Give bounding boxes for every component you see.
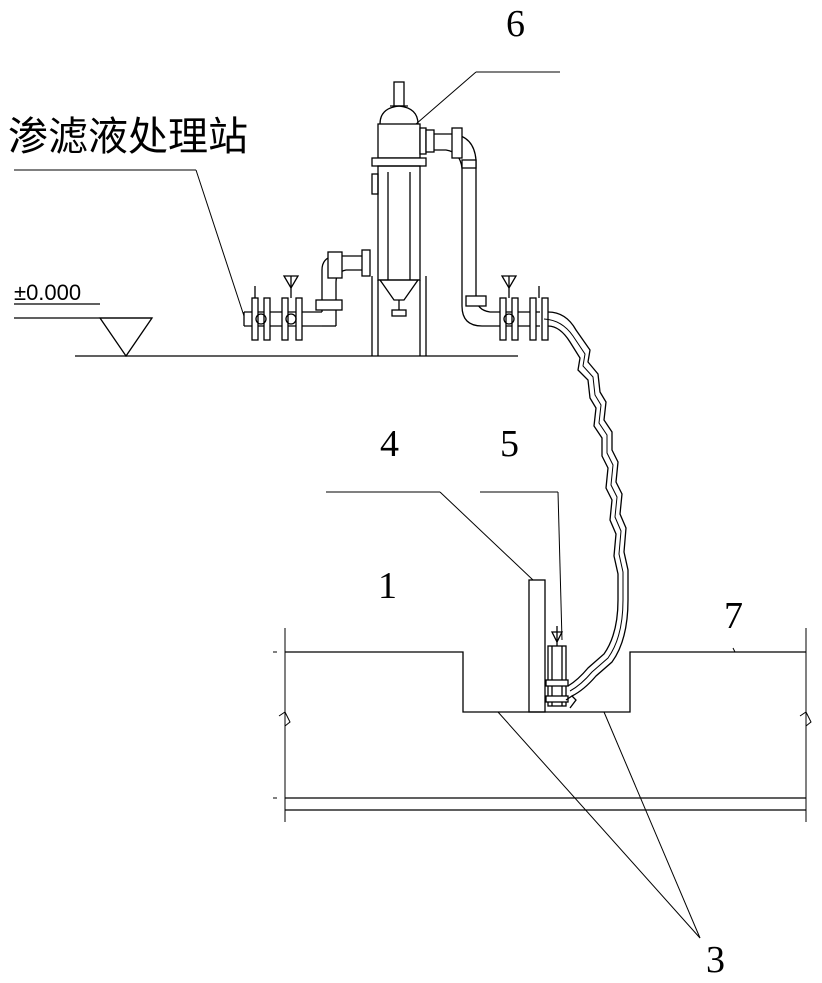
callout-7: 7 xyxy=(724,595,743,637)
callout-7-label: 7 xyxy=(724,595,743,637)
wall-plate xyxy=(528,579,546,713)
callout-3-label: 3 xyxy=(706,939,725,981)
callout-1: 1 xyxy=(378,565,397,607)
outlet-pipe xyxy=(434,127,549,341)
station-label: 渗滤液处理站 xyxy=(8,114,248,160)
callout-4-label: 4 xyxy=(380,423,399,465)
callout-6: 6 xyxy=(415,3,560,125)
callout-5-label: 5 xyxy=(500,423,519,465)
callout-5: 5 xyxy=(480,423,563,641)
station-callout: 渗滤液处理站 xyxy=(8,114,248,317)
callout-3: 3 xyxy=(497,711,725,981)
submersible-pump xyxy=(545,626,577,709)
callout-6-label: 6 xyxy=(506,3,525,45)
pit-section xyxy=(273,628,812,822)
flexible-hose xyxy=(543,311,629,697)
separator-vessel xyxy=(371,81,435,356)
inlet-pipe xyxy=(243,249,371,341)
callout-1-label: 1 xyxy=(378,565,397,607)
elevation-marker: ±0.000 xyxy=(14,280,154,358)
elevation-label: ±0.000 xyxy=(14,280,81,305)
callout-4: 4 xyxy=(326,423,534,581)
